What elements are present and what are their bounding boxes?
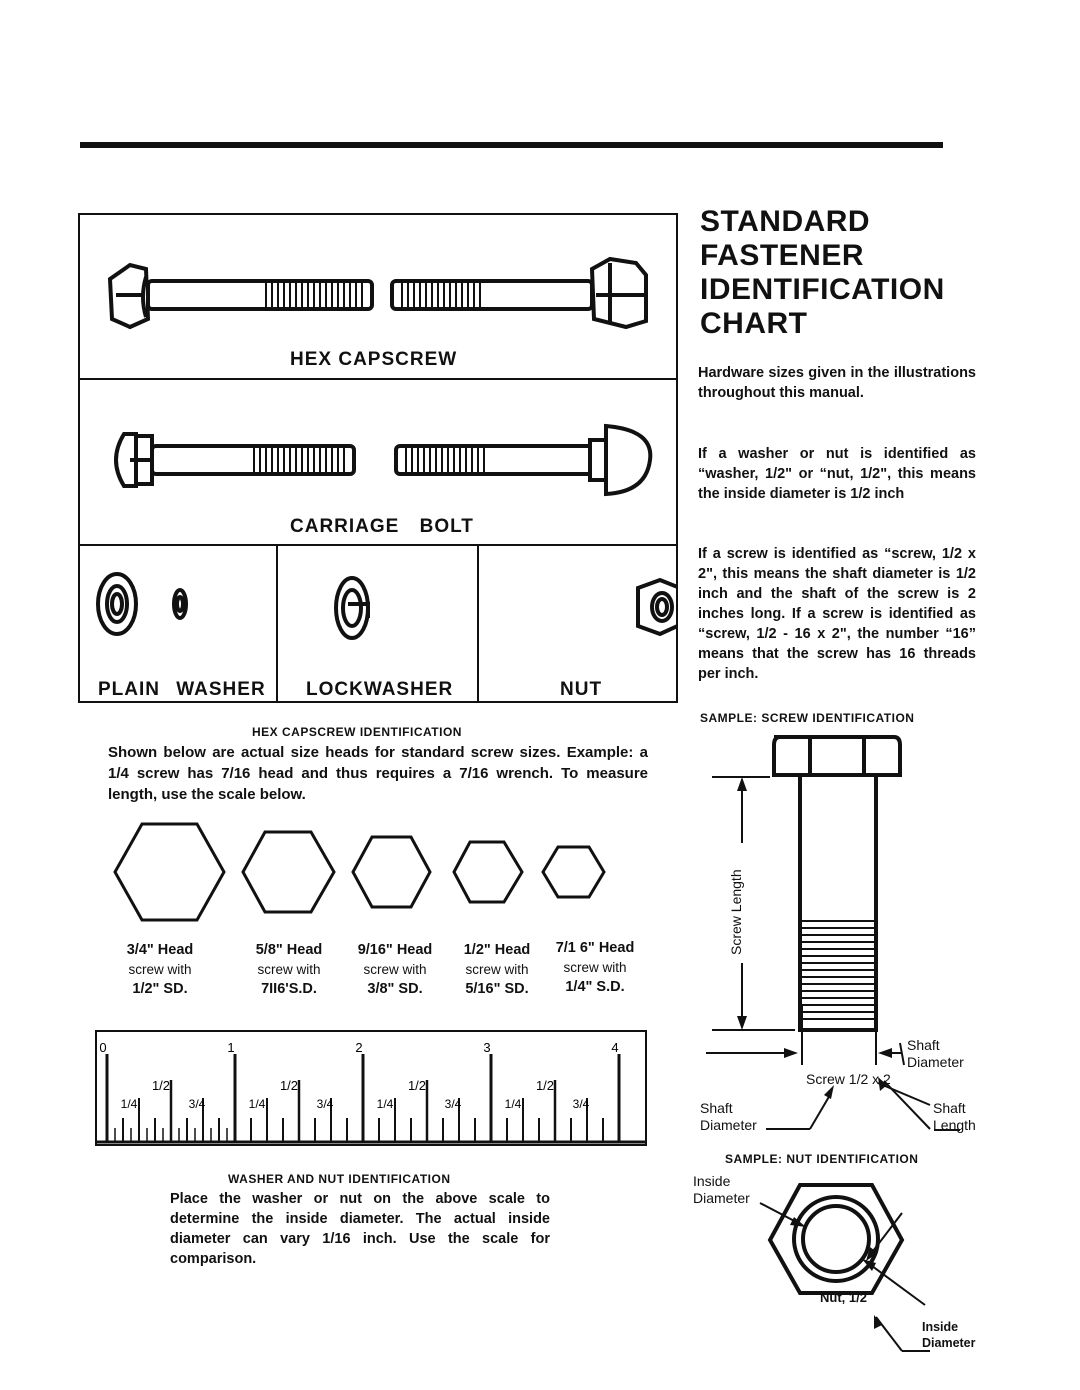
ruler-three-quarter-label: 3/4	[317, 1097, 334, 1111]
inch-scale: 0 1 2 3 4 1/2 1/4 3/4 1/2 1/4 3/4 1/2 1/4 3/4 1/2 1/4 3/…	[95, 1030, 647, 1146]
nut-inside-label: Inside	[922, 1320, 959, 1334]
diameter-label: Diameter	[700, 1117, 757, 1133]
hex-id-heading: HEX CAPSCREW IDENTIFICATION	[252, 725, 462, 739]
shaft-label: Shaft	[700, 1100, 733, 1116]
title-line: IDENTIFICATION	[700, 273, 945, 306]
ruler-ticks: 0 1 2 3 4 1/2 1/4 3/4 1/2 1/4 3/4 1/2 1/4 3/4 1/2 1/4 3/…	[97, 1040, 645, 1144]
carriage-bolt-illustration	[114, 423, 653, 497]
hex-id-text: Shown below are actual size heads for st…	[108, 744, 648, 803]
hex-capscrew-label: HEX CAPSCREW	[290, 349, 458, 370]
nut-diameter-label: Diameter	[922, 1336, 976, 1350]
hex-heads-illustration	[113, 822, 606, 922]
plain-washer-label: PLAIN WASHER	[98, 679, 266, 700]
title-line: STANDARD	[700, 205, 871, 238]
ruler-inch-label: 2	[355, 1040, 362, 1055]
ruler-half-label: 1/2	[152, 1078, 170, 1093]
page-title: STANDARD FASTENER IDENTIFICATION CHART	[700, 205, 945, 341]
sample-nut-heading: SAMPLE: NUT IDENTIFICATION	[725, 1152, 919, 1166]
nut-label: NUT	[560, 679, 603, 700]
sample-screw-heading: SAMPLE: SCREW IDENTIFICATION	[700, 711, 915, 725]
ruler-three-quarter-label: 3/4	[573, 1097, 590, 1111]
lockwasher-illustration	[334, 576, 370, 640]
screw-size-label: Screw 1/2 x 2	[806, 1071, 891, 1087]
hardware-note-3: If a screw is identified as “screw, 1/2 …	[698, 546, 976, 682]
sample-screw-illustration	[706, 735, 960, 1131]
inside-diameter-label: Diameter	[693, 1190, 750, 1206]
ruler-quarter-label: 1/4	[249, 1097, 266, 1111]
ruler-inch-label: 3	[483, 1040, 490, 1055]
ruler-half-label: 1/2	[280, 1078, 298, 1093]
carriage-bolt-label: CARRIAGE BOLT	[290, 516, 474, 537]
shaft-diameter-label-1: Shaft	[907, 1037, 940, 1053]
hex-capscrew-illustration	[107, 256, 648, 330]
title-line: FASTENER	[700, 239, 865, 272]
ruler-inch-label: 0	[99, 1040, 106, 1055]
screw-length-label: Screw Length	[728, 869, 744, 955]
washer-nut-heading: WASHER AND NUT IDENTIFICATION	[228, 1172, 451, 1186]
plain-washer-illustration	[96, 572, 188, 636]
ruler-three-quarter-label: 3/4	[445, 1097, 462, 1111]
shaft-diameter-label-2: Diameter	[907, 1054, 964, 1070]
ruler-half-label: 1/2	[408, 1078, 426, 1093]
hardware-note-2: If a washer or nut is identified as “was…	[698, 446, 976, 502]
shaft-label-right: Shaft	[933, 1100, 966, 1116]
hardware-note-1: Hardware sizes given in the illustration…	[698, 365, 976, 401]
title-line: CHART	[700, 307, 808, 340]
ruler-three-quarter-label: 3/4	[189, 1097, 206, 1111]
washer-nut-text: Place the washer or nut on the above sca…	[170, 1191, 550, 1267]
top-rule	[80, 142, 943, 148]
nut-size-label: Nut, 1/2	[820, 1290, 867, 1305]
ruler-quarter-label: 1/4	[121, 1097, 138, 1111]
sample-nut-illustration	[759, 1183, 930, 1352]
ruler-half-label: 1/2	[536, 1078, 554, 1093]
fastener-panel: HEX CAPSCREW CARRIAGE BOLT PLAIN WASHER	[78, 213, 678, 703]
lockwasher-label: LOCKWASHER	[306, 679, 454, 700]
inside-label: Inside	[693, 1173, 731, 1189]
nut-illustration	[636, 577, 676, 637]
ruler-inch-label: 4	[611, 1040, 618, 1055]
ruler-inch-label: 1	[227, 1040, 234, 1055]
ruler-quarter-label: 1/4	[377, 1097, 394, 1111]
length-label: Length	[933, 1117, 976, 1133]
ruler-quarter-label: 1/4	[505, 1097, 522, 1111]
